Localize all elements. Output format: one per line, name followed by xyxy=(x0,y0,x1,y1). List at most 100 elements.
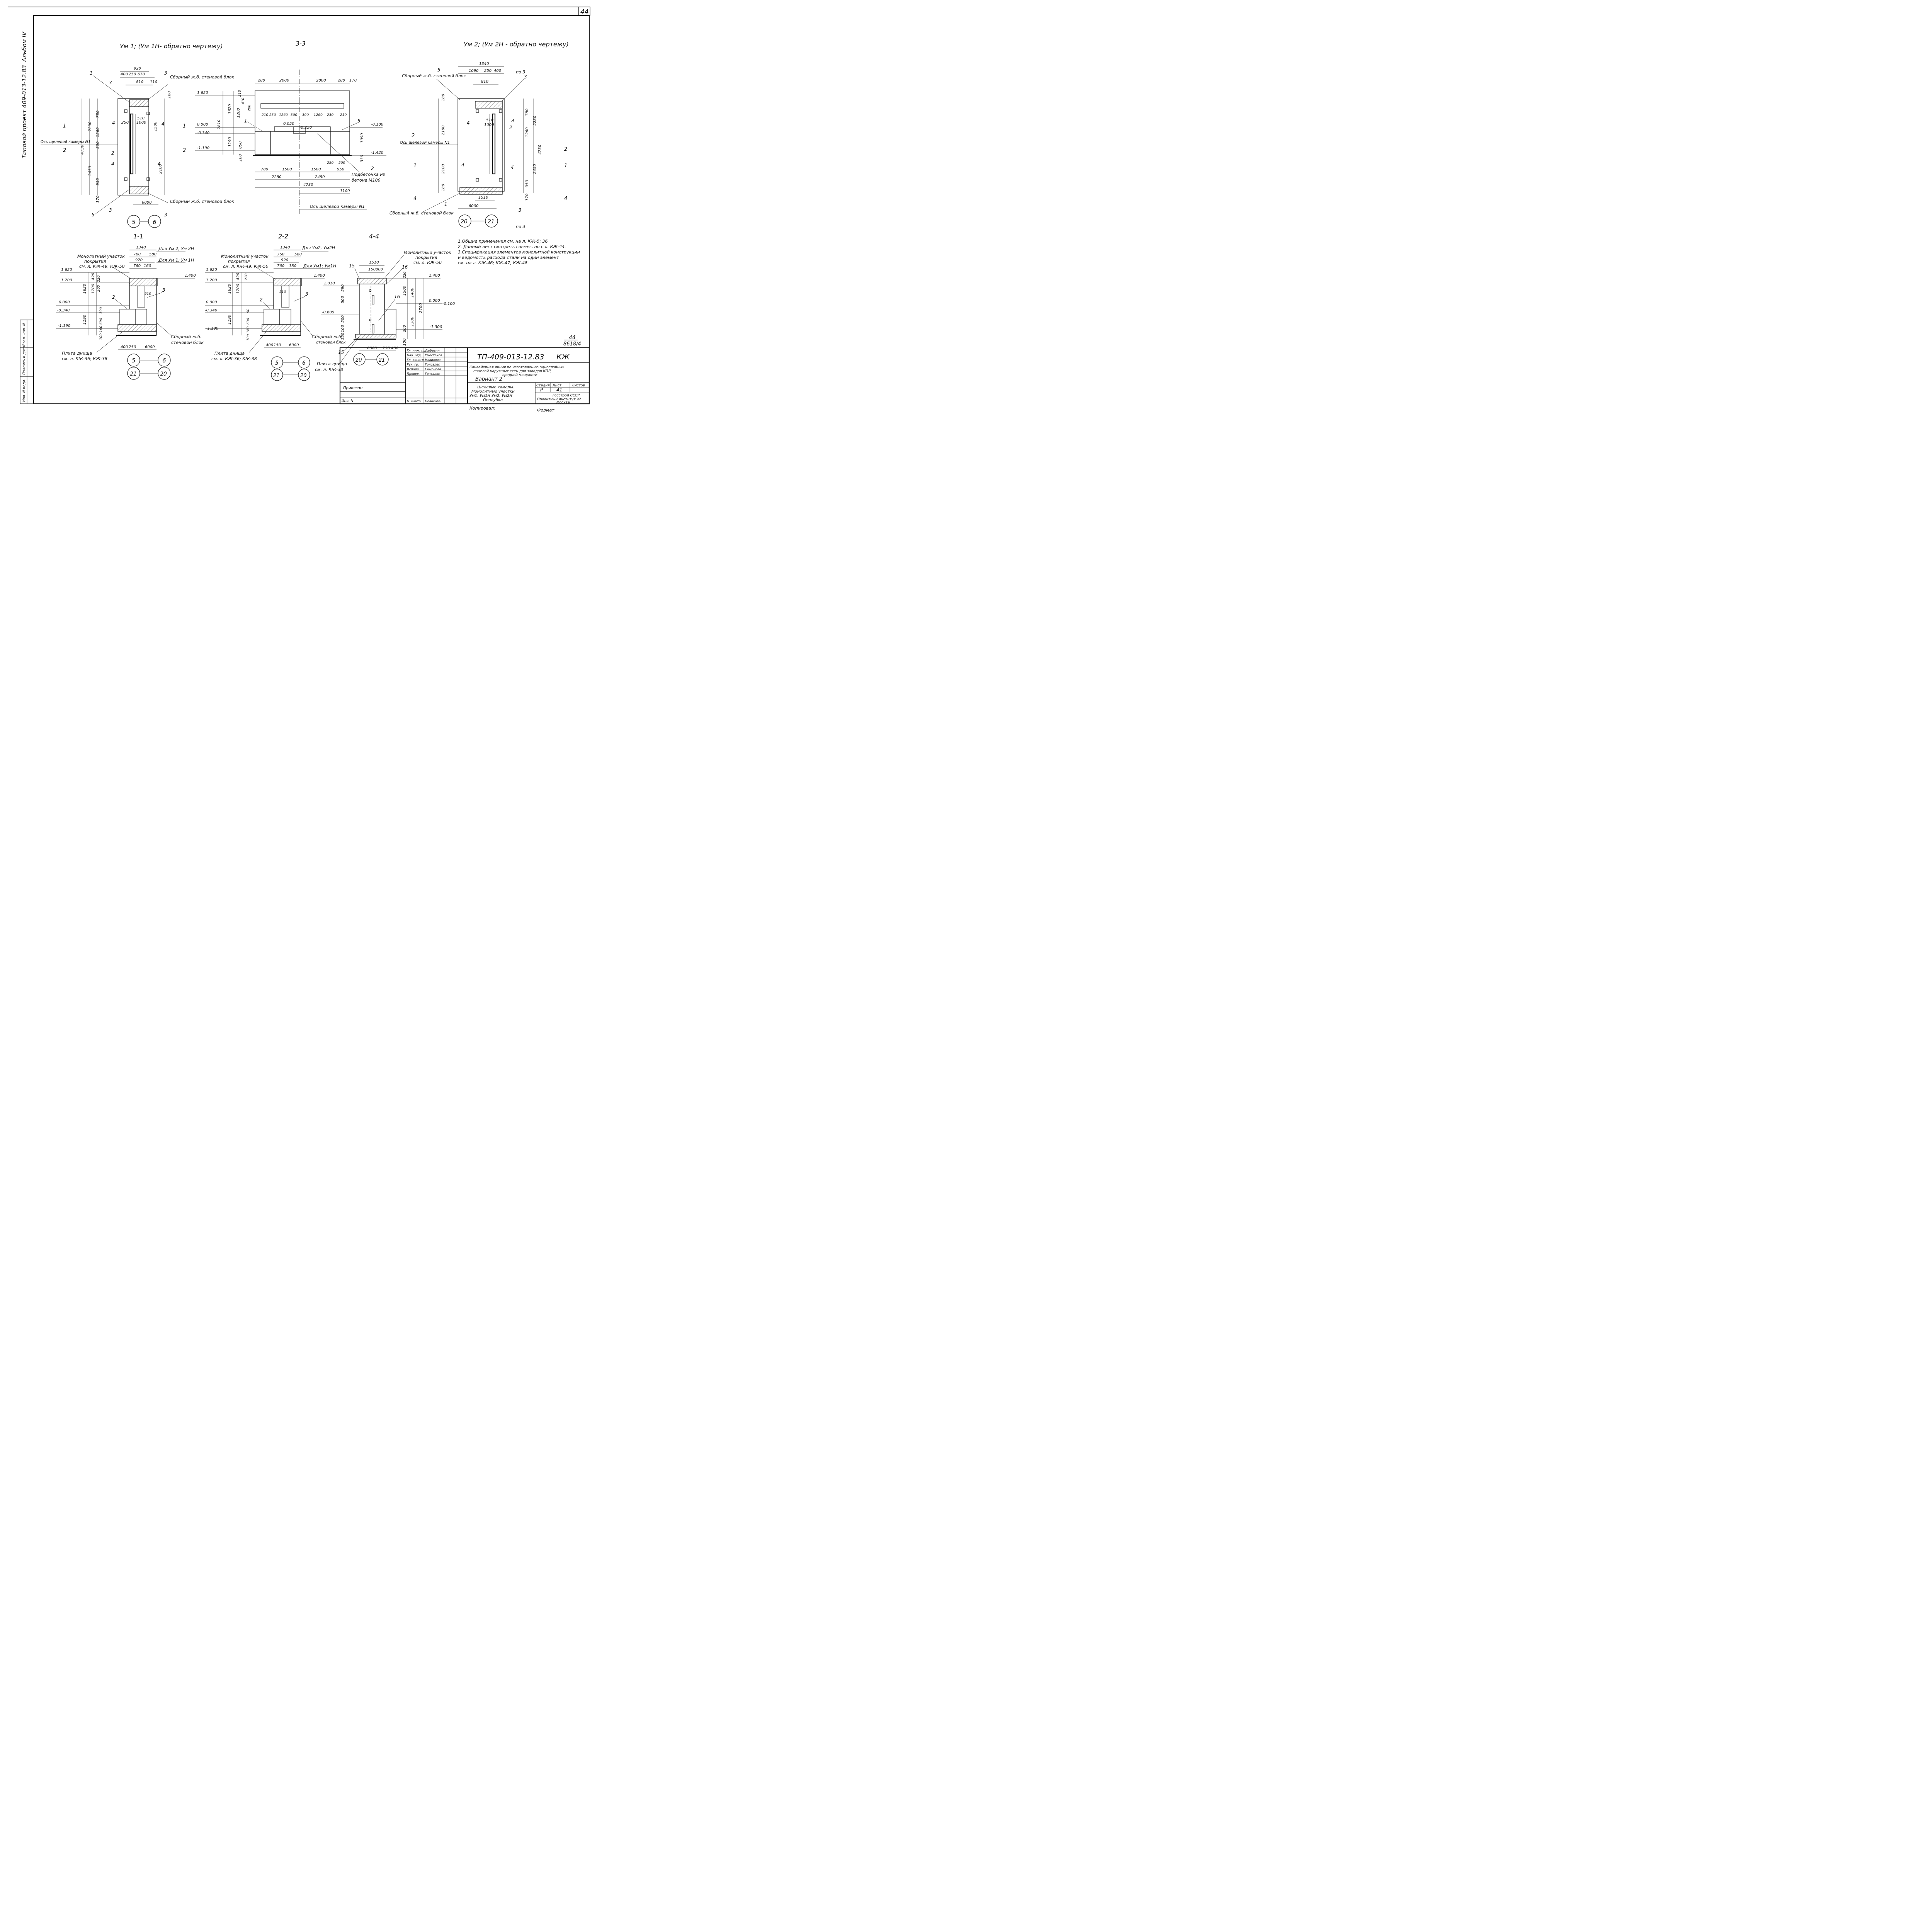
s33-left-410: 410 xyxy=(242,98,245,104)
s11-marker-2: 2 xyxy=(112,294,115,300)
s11-label-ym2: Для Ум 2; Ум 2Н xyxy=(158,246,194,251)
s11-circle-21: 21 xyxy=(130,371,137,377)
um1-dim-780: 780 xyxy=(96,111,100,118)
tb-name-0: Любавин xyxy=(425,349,440,352)
s22-dim-920: 920 xyxy=(281,258,288,262)
s11-dim-920: 920 xyxy=(135,258,143,262)
tb-org-3: Москва xyxy=(556,401,570,405)
um1-section-1-right: 1 xyxy=(183,123,186,129)
s33-bot-780: 780 xyxy=(261,167,268,172)
s44-level-1400: 1.400 xyxy=(429,274,440,278)
tb-format: Формат xyxy=(537,408,554,413)
note-5: см. на л. КЖ-46; КЖ-47; КЖ-48. xyxy=(458,260,529,265)
s11-wall-2: стеновой блок xyxy=(171,340,204,345)
tb-desc-1: Конвейерная линия по изготовлению односл… xyxy=(469,366,565,369)
um1-marker-3d: 3 xyxy=(109,207,112,213)
um1-dim-170: 170 xyxy=(96,196,100,203)
section-3-3: 3-3 280 2000 2000 280 170 210 230 1260 3… xyxy=(195,40,386,214)
tb-name-2: Новикова xyxy=(425,358,440,362)
um2-dim-4730: 4730 xyxy=(538,145,542,155)
s11-bot-250: 250 xyxy=(129,345,136,349)
um1-dim-1500: 1500 xyxy=(153,122,158,131)
um2-dim-400: 400 xyxy=(494,69,501,73)
s22-circle-21: 21 xyxy=(273,373,280,379)
s22-vdim-420: 420 xyxy=(236,273,240,280)
s44-level-m0605: -0.605 xyxy=(322,310,334,315)
s11-vdim-510: 510 xyxy=(145,292,151,296)
um2-dim-2450: 2450 xyxy=(533,164,537,174)
s44-monolith-1: Монолитный участок xyxy=(404,250,451,255)
s11-vdim-1620: 1620 xyxy=(83,284,87,294)
s33-dim-170: 170 xyxy=(349,78,357,83)
um2-section-2-right: 2 xyxy=(564,146,567,152)
um2-dim-1090: 1090 xyxy=(469,69,478,73)
note-1: 1.Общие примечания см. на л. КЖ-5; 36 xyxy=(458,239,548,244)
um2-section-1-right: 1 xyxy=(564,163,567,169)
um1-dim-2100: 2100 xyxy=(158,164,163,174)
left-strip: Инв. N подл. Подпись и дата Взам. инв. N xyxy=(20,320,34,404)
s33-level-0000: 0.000 xyxy=(197,122,208,127)
s11-vdim-200: 200 xyxy=(97,285,101,292)
tb-sheet-h: Лист xyxy=(552,384,562,388)
s44-level-m0100: -0.100 xyxy=(442,302,455,306)
um2-top-block xyxy=(475,101,503,109)
um1-section-2-right: 2 xyxy=(183,148,186,153)
s22-vdim-90: 90 xyxy=(247,308,250,313)
um2-section-4-left: 4 xyxy=(413,196,417,202)
s11-circle-5: 5 xyxy=(132,357,136,364)
project-label: Типовой проект 409-013-12.83 xyxy=(21,65,28,158)
s22-wall-2: стеновой блок xyxy=(316,340,346,345)
s22-circle-6: 6 xyxy=(302,360,306,366)
tb-name-5: Гонсалес xyxy=(425,372,440,376)
um2-dim-1000: 1000 xyxy=(484,123,494,127)
tb-name-4: Симонова xyxy=(425,367,441,371)
tb-role-5: Провер. xyxy=(407,372,420,376)
tb-role-6: Н. контр. xyxy=(407,400,422,403)
um1-circle-6: 6 xyxy=(153,219,156,226)
s33-bot-2280: 2280 xyxy=(272,175,281,179)
s22-dim-1340: 1340 xyxy=(280,245,290,250)
s44-dim-150b: 150 xyxy=(341,333,345,340)
s33-level-m1190: -1.190 xyxy=(197,146,209,150)
s22-level-0000: 0.000 xyxy=(206,300,217,304)
tb-copied: Копировал: xyxy=(469,406,495,411)
s44-dim-500b: 500 xyxy=(341,315,345,323)
s44-dim-800: 800 xyxy=(376,267,383,272)
um1-circle-5: 5 xyxy=(132,219,136,226)
s44-circle-21: 21 xyxy=(379,357,385,363)
s33-axis-label: Ось щелевой камеры N1 xyxy=(310,204,365,209)
s44-title: 4-4 xyxy=(369,233,379,240)
um1-section-1-left: 1 xyxy=(63,123,66,129)
um2-dim-810: 810 xyxy=(481,80,488,84)
s11-level-m1190: -1.190 xyxy=(58,324,70,328)
um2-marker-5: 5 xyxy=(437,67,440,73)
s33-in-230a: 230 xyxy=(269,113,276,117)
tb-org-1: Госстрой СССР xyxy=(553,394,580,398)
s11-monolith-2: покрытия xyxy=(84,259,106,264)
s44-slab-2: см. л. КЖ-38 xyxy=(315,367,343,372)
um1-dim-400: 400 xyxy=(121,72,128,77)
s11-circle-20: 20 xyxy=(160,371,167,377)
um2-dim-1510: 1510 xyxy=(478,196,488,200)
s22-bot-400: 400 xyxy=(266,343,273,347)
s11-dim-760b: 760 xyxy=(133,264,141,268)
s33-left-2810: 2810 xyxy=(217,120,221,129)
s11-label-ym1: Для Ум 1; Ум 1Н xyxy=(158,258,194,263)
s44-dim-150: 150 xyxy=(368,267,376,272)
um2-circle-21: 21 xyxy=(488,219,495,225)
s44-dim-1510: 1510 xyxy=(369,260,379,265)
outer-frame xyxy=(33,15,590,405)
tb-content-1: Щелевые камеры. xyxy=(477,385,514,389)
um1-dim-250: 250 xyxy=(129,72,136,77)
section-1-1: 1-1 1340 760 580 920 760 160 Для Ум 2; У… xyxy=(56,233,204,380)
um1-marker-1: 1 xyxy=(90,70,93,76)
s33-dim-280b: 280 xyxy=(338,78,345,83)
um2-title: Ум 2; (Ум 2Н - обратно чертежу) xyxy=(464,41,569,48)
s33-level-m1420: -1.420 xyxy=(371,151,383,155)
s33-outline xyxy=(255,90,350,155)
s11-circle-6: 6 xyxy=(162,357,166,364)
tb-name-3: Гонсалес xyxy=(425,363,440,366)
s44-bot-6000: 6000 xyxy=(367,346,377,350)
section-4-4: 4-4 1510 150 800 220 590 500 500 100 150… xyxy=(315,233,455,372)
um2-marker-1: 1 xyxy=(444,202,447,207)
